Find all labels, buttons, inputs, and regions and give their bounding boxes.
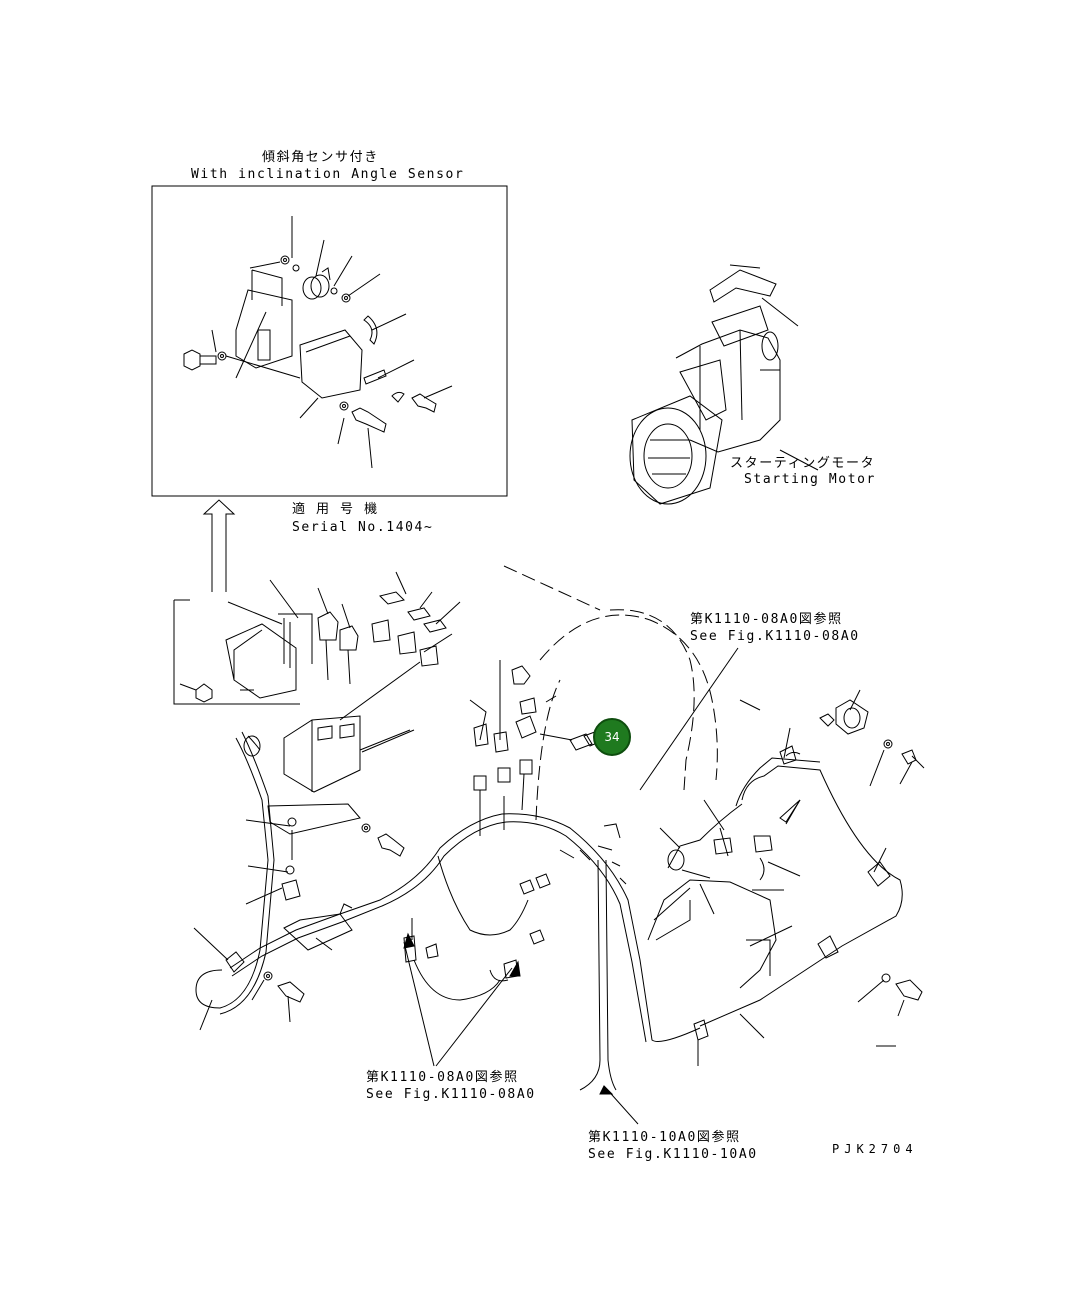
starting-motor-label-jp: スターティングモータ [730, 456, 876, 471]
controller-box [284, 662, 420, 792]
ref-top-jp: 第K1110-08A0図参照 [690, 612, 843, 627]
drawing-code: PJK2704 [832, 1142, 918, 1156]
serial-label-en: Serial No.1404~ [292, 520, 434, 535]
serial-label-jp: 適 用 号 機 [292, 502, 379, 517]
starting-motor-drawing [630, 265, 818, 504]
ref-top-en: See Fig.K1110-08A0 [690, 629, 860, 644]
part-callout-34[interactable]: 34 [593, 718, 631, 756]
hood-guard [504, 566, 717, 820]
inset-sensor-assembly [184, 216, 452, 468]
inset-title-en: With inclination Angle Sensor [191, 167, 465, 182]
part-callout-number: 34 [604, 730, 620, 744]
inset-frame [152, 186, 507, 496]
ref-bottom-left-en: See Fig.K1110-08A0 [366, 1087, 536, 1102]
ref-bottom-left-jp: 第K1110-08A0図参照 [366, 1070, 519, 1085]
cover-bracket-box [174, 600, 300, 704]
wiring-harness [194, 660, 924, 1090]
upward-arrow-icon [204, 500, 234, 592]
starting-motor-label-en: Starting Motor [744, 472, 876, 487]
ref-bottom-right-en: See Fig.K1110-10A0 [588, 1147, 758, 1162]
fuse-relay-parts [228, 572, 460, 684]
reference-leaders [404, 648, 738, 1124]
ref-bottom-right-jp: 第K1110-10A0図参照 [588, 1130, 741, 1145]
inset-title-jp: 傾斜角センサ付き [262, 150, 379, 165]
